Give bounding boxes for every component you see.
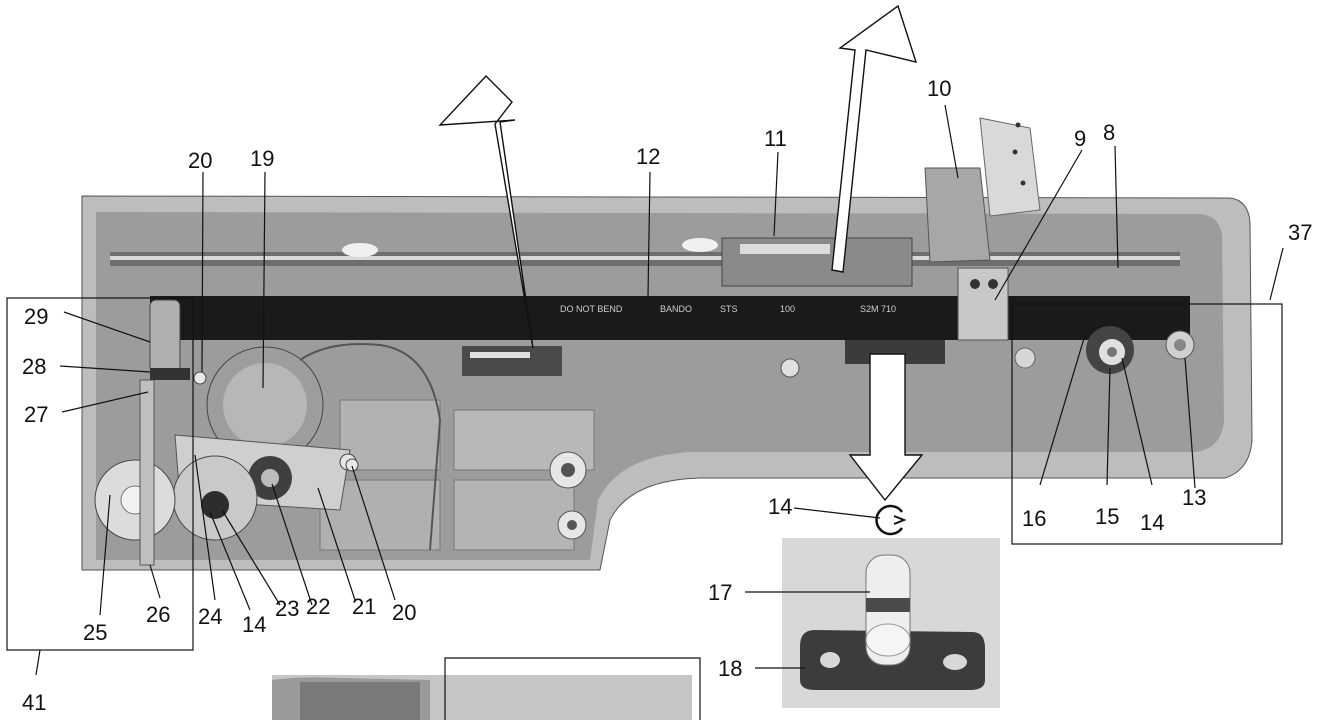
callout-19: 19 bbox=[250, 146, 274, 171]
e-ring-icon bbox=[875, 504, 904, 536]
callout-17: 17 bbox=[708, 580, 732, 605]
belt-print-3: STS bbox=[720, 304, 738, 314]
callout-9: 9 bbox=[1074, 126, 1086, 151]
inset-photo-stud bbox=[782, 538, 1000, 708]
callout-26: 26 bbox=[146, 602, 170, 627]
callout-14-left: 14 bbox=[242, 612, 266, 637]
callout-labels: 8 9 10 11 12 13 14 15 16 14 17 18 19 20 … bbox=[22, 76, 1312, 715]
callout-15: 15 bbox=[1095, 504, 1119, 529]
callout-12: 12 bbox=[636, 144, 660, 169]
leader-lines bbox=[35, 104, 1284, 676]
belt-print-1: DO NOT BEND bbox=[560, 304, 623, 314]
down-arrow-icon bbox=[848, 353, 924, 502]
callout-14-ering: 14 bbox=[768, 494, 792, 519]
callout-20-bottom: 20 bbox=[392, 600, 416, 625]
callout-25: 25 bbox=[83, 620, 107, 645]
callout-29: 29 bbox=[24, 304, 48, 329]
circuit-board bbox=[462, 346, 562, 376]
callout-20-top: 20 bbox=[188, 148, 212, 173]
detail-frame-left bbox=[6, 297, 194, 651]
callout-24: 24 bbox=[198, 604, 222, 629]
callout-11: 11 bbox=[764, 126, 787, 151]
callout-41: 41 bbox=[22, 690, 46, 715]
callout-16: 16 bbox=[1022, 506, 1046, 531]
callout-27: 27 bbox=[24, 402, 48, 427]
detail-frame-right bbox=[1011, 303, 1283, 545]
bottom-inset-photo bbox=[272, 675, 692, 720]
belt-print-2: BANDO bbox=[660, 304, 692, 314]
callout-28: 28 bbox=[22, 354, 46, 379]
bracket-9 bbox=[957, 267, 1009, 341]
machine-photo: DO NOT BEND BANDO STS 100 S2M 710 bbox=[81, 117, 1253, 571]
callout-37: 37 bbox=[1288, 220, 1312, 245]
timing-belt bbox=[150, 296, 1190, 340]
callout-13: 13 bbox=[1182, 485, 1206, 510]
callout-23: 23 bbox=[275, 596, 299, 621]
upright-10 bbox=[924, 167, 991, 263]
belt-print-5: S2M 710 bbox=[860, 304, 896, 314]
detail-frame-bottom bbox=[444, 657, 701, 720]
callout-18: 18 bbox=[718, 656, 742, 681]
callout-10: 10 bbox=[927, 76, 951, 101]
callout-14-right: 14 bbox=[1140, 510, 1164, 535]
belt-print-4: 100 bbox=[780, 304, 795, 314]
callout-21: 21 bbox=[352, 594, 376, 619]
roller-29 bbox=[149, 299, 181, 373]
shaft-26 bbox=[139, 379, 155, 566]
lift-arrow-left-icon bbox=[438, 74, 534, 349]
callout-22: 22 bbox=[306, 594, 330, 619]
lift-arrow-right-icon bbox=[831, 4, 918, 273]
callout-8: 8 bbox=[1103, 120, 1115, 145]
